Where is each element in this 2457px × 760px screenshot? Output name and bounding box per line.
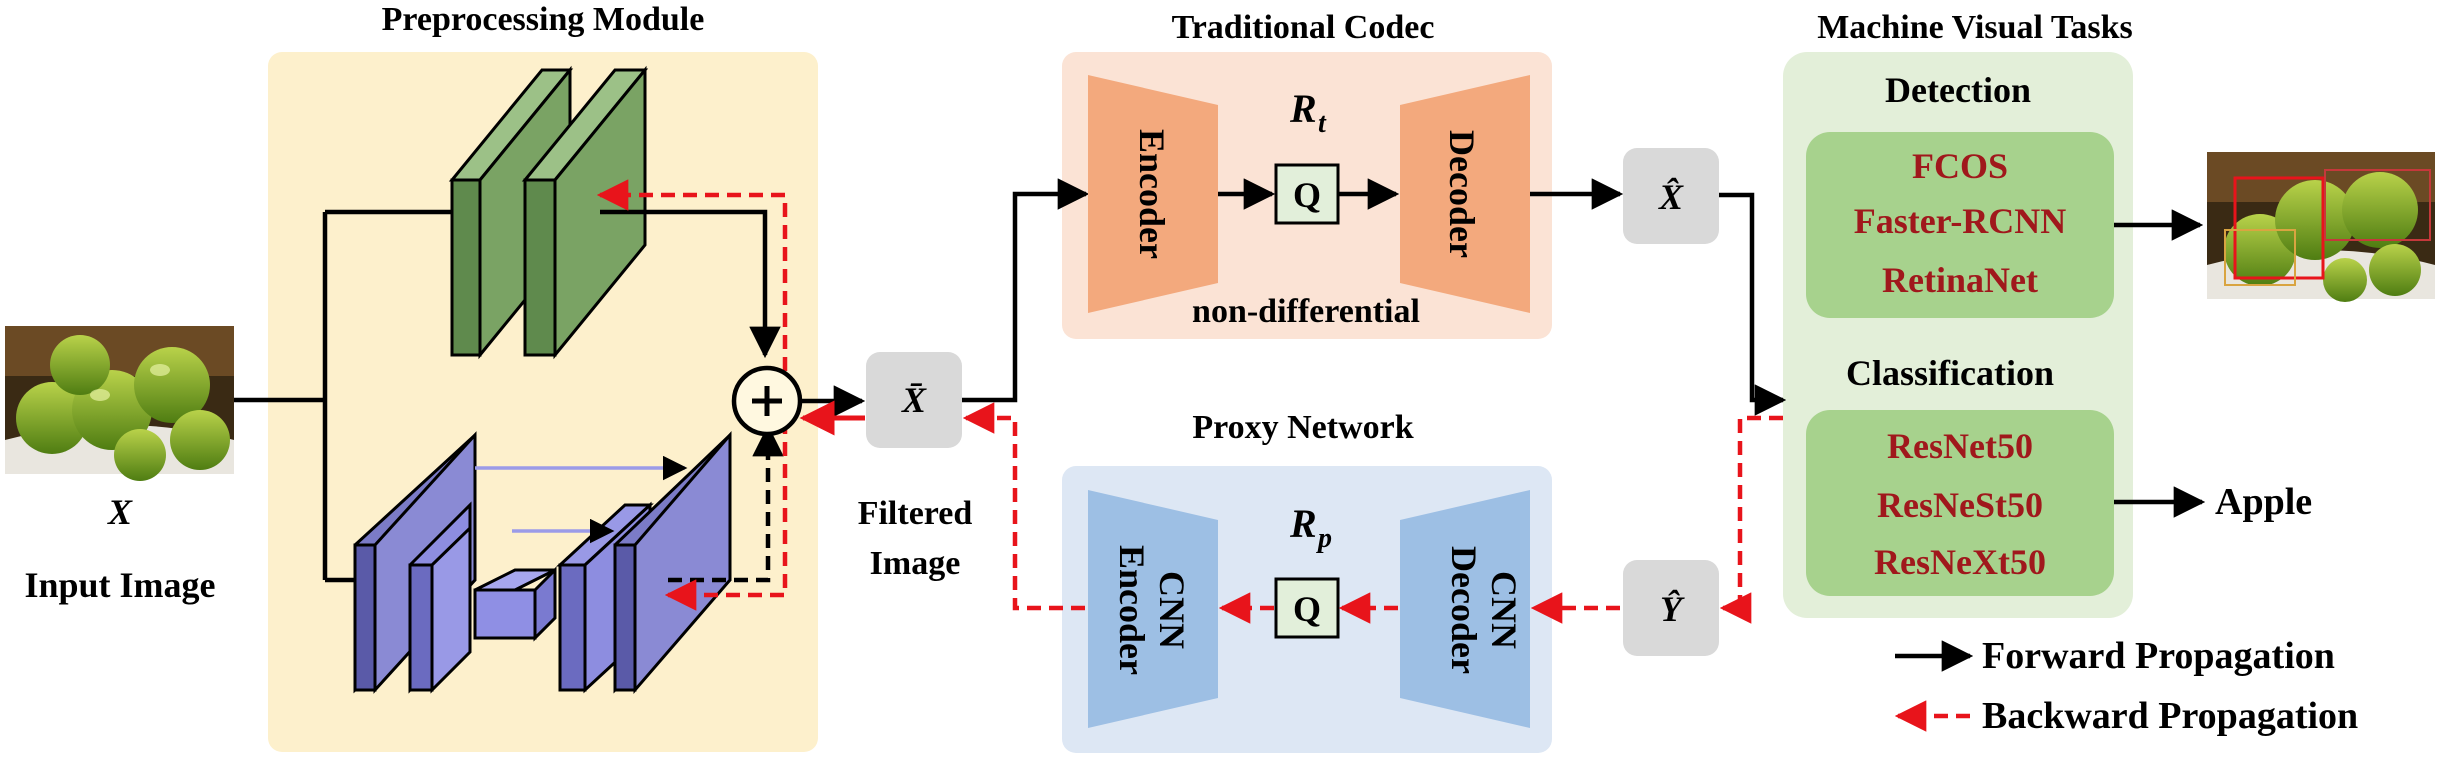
- input-label: Input Image: [24, 565, 215, 605]
- detection-model-1: FCOS: [1912, 146, 2008, 186]
- classification-title: Classification: [1846, 353, 2054, 393]
- proxy-decoder-label-line1: CNN: [1484, 571, 1524, 649]
- filtered-label-line1: Filtered: [858, 495, 973, 532]
- proxy-rate-subscript: p: [1316, 523, 1332, 554]
- apples-detection-photo-icon: [2207, 152, 2435, 302]
- legend-forward-label: Forward Propagation: [1982, 635, 2335, 677]
- codec-encoder-shape: [1088, 75, 1218, 313]
- codec-title: Traditional Codec: [1172, 9, 1435, 46]
- proxy-encoder-label-line2: Encoder: [1112, 545, 1152, 675]
- filtered-symbol: X̄: [901, 380, 927, 420]
- backward-preproc-arrows: [596, 179, 788, 611]
- proxy-decoder-shape: [1400, 490, 1530, 728]
- yhat-symbol: Ŷ: [1660, 589, 1685, 629]
- codec-rate-subscript: t: [1318, 108, 1327, 139]
- proxy-quant-label: Q: [1293, 589, 1321, 629]
- codec-decoder-label: Decoder: [1442, 130, 1482, 258]
- xhat-to-tasks-arrow: [1719, 192, 1787, 416]
- classification-result: Apple: [2215, 481, 2312, 523]
- detection-title: Detection: [1885, 70, 2031, 110]
- detection-model-2: Faster-RCNN: [1854, 201, 2067, 241]
- classification-box: [1806, 410, 2114, 596]
- tasks-to-yhat-arrow: [1719, 415, 1783, 624]
- bottom-branch-arrow: [668, 424, 784, 583]
- proxy-encoder-shape: [1088, 490, 1218, 728]
- filtered-to-encoder-arrow: [962, 178, 1090, 403]
- filtered-label-line2: Image: [870, 545, 961, 582]
- proxy-to-filtered-arrow: [962, 402, 1085, 611]
- detection-box: [1806, 132, 2114, 318]
- proxy-rate-symbol: R: [1289, 501, 1317, 546]
- codec-rate-symbol: R: [1289, 86, 1317, 131]
- input-branch-lines: [234, 209, 455, 583]
- codec-quant-label: Q: [1293, 175, 1321, 215]
- classification-model-2: ResNeSt50: [1877, 485, 2043, 525]
- proxy-quantizer: [1274, 577, 1340, 639]
- classification-model-3: ResNeXt50: [1874, 542, 2046, 582]
- tasks-title: Machine Visual Tasks: [1817, 9, 2133, 46]
- proxy-decoder-label-line2: Decoder: [1444, 546, 1484, 674]
- detection-model-3: RetinaNet: [1882, 260, 2038, 300]
- legend-backward-label: Backward Propagation: [1982, 695, 2358, 737]
- proxy-encoder-label-line1: CNN: [1152, 571, 1192, 649]
- green-conv-blocks: [448, 65, 649, 360]
- skip-connections: [475, 455, 688, 544]
- input-symbol: X: [107, 492, 133, 532]
- codec-decoder-shape: [1400, 75, 1530, 313]
- xhat-node: [1623, 148, 1719, 244]
- filtered-node: [866, 352, 962, 448]
- proxy-title: Proxy Network: [1192, 409, 1413, 446]
- yhat-node: [1623, 560, 1719, 656]
- codec-note: non-differential: [1192, 293, 1420, 330]
- purple-unet-blocks: [353, 430, 732, 695]
- xhat-symbol: X̂: [1658, 177, 1684, 217]
- codec-encoder-label: Encoder: [1132, 129, 1172, 259]
- circled-plus-icon: [731, 365, 803, 437]
- input-image: [5, 326, 234, 481]
- legend: Forward Propagation Backward Propagation: [1894, 635, 2358, 737]
- preprocessing-title: Preprocessing Module: [382, 1, 705, 38]
- top-branch-arrow: [600, 209, 781, 359]
- classification-model-1: ResNet50: [1887, 426, 2033, 466]
